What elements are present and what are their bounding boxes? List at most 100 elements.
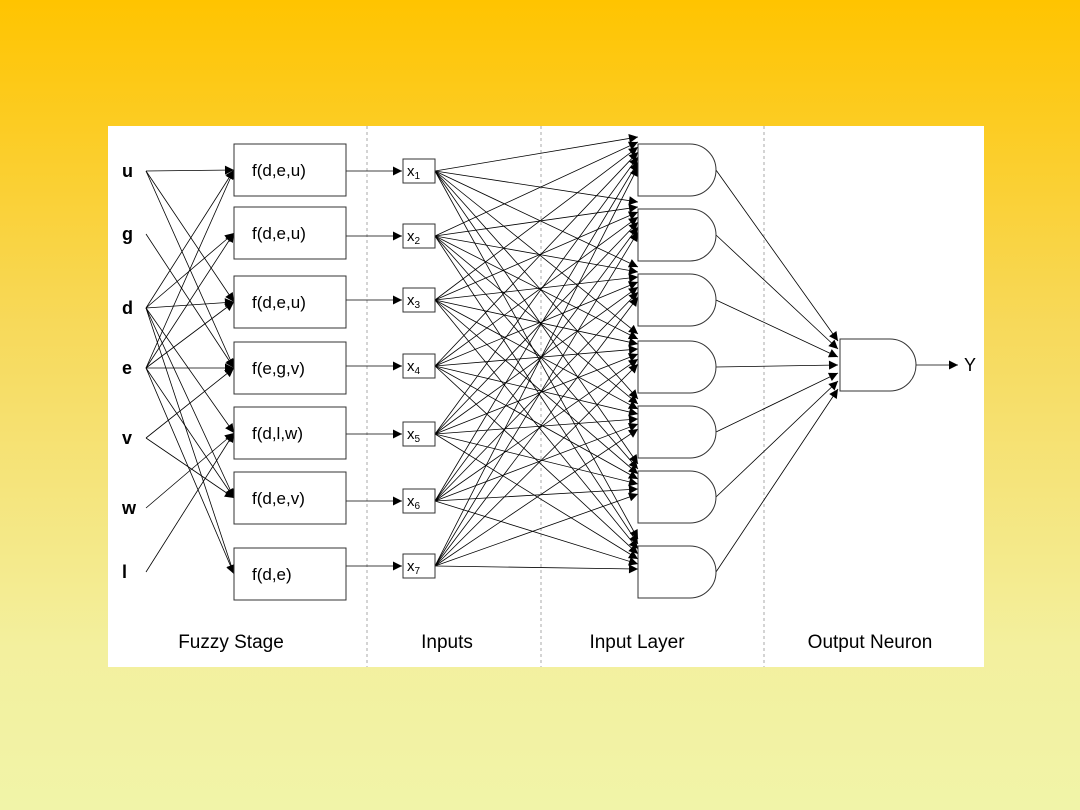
stage-label-1: Fuzzy Stage <box>178 632 284 653</box>
input-layer-neuron-4 <box>637 340 717 394</box>
input-layer-neuron-1 <box>637 143 717 197</box>
fuzzy-function-label-4: f(e,g,v) <box>252 359 305 378</box>
edge-input-4-to-gate-2 <box>434 216 639 367</box>
input-box-3 <box>402 287 436 313</box>
stage-label-3: Input Layer <box>589 632 685 653</box>
edge-input-6-to-gate-5 <box>434 422 639 502</box>
edge-var-d-to-func-3 <box>145 298 235 309</box>
input-layer-neuron-2 <box>637 208 717 262</box>
variable-label-l: l <box>122 562 127 582</box>
variable-label-e: e <box>122 358 132 378</box>
variable-label-u: u <box>122 161 133 181</box>
output-label: Y <box>964 355 976 375</box>
input-layer-neuron-6 <box>637 470 717 524</box>
stage-label-2: Inputs <box>421 632 473 653</box>
edge-input-2-to-gate-6 <box>434 235 639 470</box>
fuzzy-function-label-3: f(d,e,u) <box>252 293 306 312</box>
edge-input-6-to-gate-6 <box>434 485 639 502</box>
edge-gate-1-to-output <box>715 169 839 342</box>
edge-input-1-to-gate-6 <box>434 170 639 465</box>
edge-var-e-to-func-6 <box>145 367 235 499</box>
variable-label-g: g <box>122 224 133 244</box>
edge-var-v-to-func-4 <box>145 367 235 439</box>
edge-input-2-to-gate-3 <box>434 235 639 275</box>
edge-gate-5-to-output <box>715 372 839 433</box>
edge-input-2-to-gate-2 <box>434 203 639 237</box>
edge-var-d-to-func-7 <box>145 307 236 575</box>
fuzzy-function-box-5 <box>233 406 347 460</box>
edge-input-3-to-gate-6 <box>434 299 639 475</box>
input-label-4: x4 <box>407 358 421 377</box>
edge-input-1-to-gate-4 <box>434 170 639 335</box>
input-label-1: x1 <box>407 163 421 182</box>
stage-label-4: Output Neuron <box>808 632 933 653</box>
input-label-7: x7 <box>407 558 421 577</box>
output-neuron <box>839 338 917 392</box>
edge-input-3-to-gate-5 <box>434 299 639 410</box>
edge-input-7-to-gate-2 <box>434 231 639 567</box>
input-box-4 <box>402 353 436 379</box>
edge-input-2-to-gate-1 <box>434 141 639 237</box>
edge-input-4-to-gate-4 <box>434 345 639 367</box>
edge-input-1-to-gate-3 <box>434 170 639 268</box>
edge-input-5-to-gate-4 <box>434 353 639 435</box>
edge-input-6-to-gate-2 <box>434 226 639 502</box>
input-box-7 <box>402 553 436 579</box>
fuzzy-function-box-3 <box>233 275 347 329</box>
edge-var-d-to-func-5 <box>145 307 235 434</box>
variable-label-w: w <box>121 498 137 518</box>
edge-input-6-to-gate-4 <box>434 358 639 502</box>
input-box-1 <box>402 158 436 184</box>
edge-input-4-to-gate-6 <box>434 365 639 480</box>
input-box-6 <box>402 488 436 514</box>
variable-label-v: v <box>122 428 132 448</box>
fuzzy-function-box-7 <box>233 547 347 601</box>
input-layer-neuron-3 <box>637 273 717 327</box>
fuzzy-function-box-6 <box>233 471 347 525</box>
fuzzy-function-box-2 <box>233 206 347 260</box>
edge-input-1-to-gate-5 <box>434 170 639 400</box>
fuzzy-function-label-1: f(d,e,u) <box>252 161 306 180</box>
edge-input-1-to-gate-2 <box>434 170 639 206</box>
edge-input-7-to-gate-4 <box>434 363 639 567</box>
edge-var-w-to-func-5 <box>145 432 235 509</box>
edge-input-6-to-gate-3 <box>434 291 639 502</box>
edge-var-u-to-func-1 <box>145 165 235 175</box>
edge-var-l-to-func-5 <box>145 432 235 573</box>
input-label-2: x2 <box>407 228 421 247</box>
edge-input-7-to-gate-6 <box>434 492 639 567</box>
edge-var-e-to-func-3 <box>145 301 235 369</box>
edge-input-5-to-gate-7 <box>434 433 639 560</box>
edge-input-5-to-gate-6 <box>434 433 639 487</box>
edge-input-3-to-gate-2 <box>434 211 639 301</box>
fuzzy-function-box-1 <box>233 143 347 197</box>
edge-var-v-to-func-6 <box>145 437 235 499</box>
edge-input-5-to-gate-1 <box>434 156 639 435</box>
edge-input-7-to-gate-7 <box>434 564 639 574</box>
edge-input-1-to-gate-1 <box>434 134 639 172</box>
input-box-2 <box>402 223 436 249</box>
input-label-3: x3 <box>407 292 421 311</box>
edge-var-e-to-func-1 <box>145 169 235 369</box>
edge-input-3-to-gate-4 <box>434 299 639 347</box>
edge-var-e-to-func-2 <box>145 232 235 369</box>
edge-input-6-to-gate-7 <box>434 500 639 566</box>
edge-input-6-to-gate-1 <box>434 161 639 502</box>
input-layer-neuron-7 <box>637 545 717 599</box>
edge-gate-2-to-output <box>715 234 839 350</box>
edge-input-2-to-gate-5 <box>434 235 639 405</box>
fuzzy-function-box-4 <box>233 341 347 395</box>
edge-gate-3-to-output <box>715 299 839 358</box>
input-label-5: x5 <box>407 426 421 445</box>
fuzzy-function-label-6: f(d,e,v) <box>252 489 305 508</box>
edge-gate-6-to-output <box>715 380 839 498</box>
edge-input-4-to-gate-1 <box>434 151 639 367</box>
edge-input-3-to-gate-1 <box>434 146 639 301</box>
edge-gate-7-to-output <box>715 388 839 573</box>
edge-input-7-to-gate-3 <box>434 296 639 567</box>
edge-input-7-to-gate-1 <box>434 166 639 567</box>
fuzzy-function-label-2: f(d,e,u) <box>252 224 306 243</box>
input-label-6: x6 <box>407 493 421 512</box>
edge-var-d-to-func-2 <box>145 232 235 309</box>
